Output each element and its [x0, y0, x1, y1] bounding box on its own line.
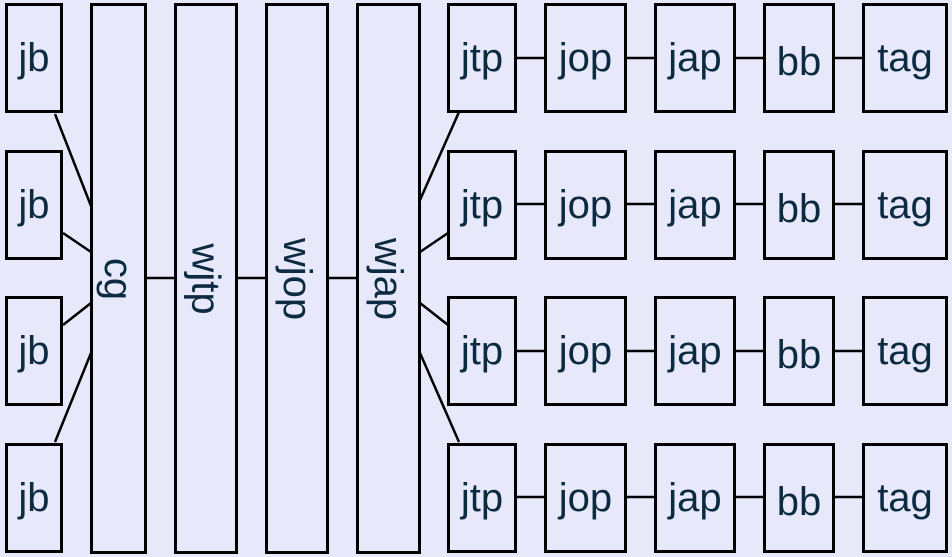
connector-wjap-jtp1	[418, 111, 461, 201]
jop-label: jop	[558, 36, 613, 80]
jb-box-1: jb	[5, 3, 63, 113]
tag-box: tag	[862, 150, 948, 260]
wjop-block: wjop	[265, 3, 329, 554]
jap-box: jap	[654, 443, 736, 553]
bb-box: bb	[763, 150, 835, 260]
tag-box: tag	[862, 296, 948, 406]
wjap-label: wjap	[366, 237, 411, 320]
bb-label: bb	[776, 40, 822, 84]
jap-box: jap	[654, 150, 736, 260]
bb-label: bb	[776, 187, 822, 231]
jb-label: jb	[18, 183, 50, 227]
wjtp-label: wjtp	[184, 242, 229, 315]
jb-label: jb	[18, 476, 50, 520]
connector-wjap-jtp2	[419, 231, 449, 254]
jop-box: jop	[544, 3, 627, 113]
connector-wjap-jtp4	[418, 352, 461, 443]
tag-box: tag	[862, 443, 948, 553]
wjap-block: wjap	[356, 3, 421, 554]
jb-label: jb	[18, 329, 50, 373]
bb-box: bb	[763, 296, 835, 406]
bb-box: bb	[763, 443, 835, 553]
bb-box: bb	[763, 3, 835, 113]
cg-block: cg	[90, 3, 147, 554]
tag-label: tag	[877, 183, 933, 227]
jop-label: jop	[558, 183, 613, 227]
jop-label: jop	[558, 329, 613, 373]
tag-label: tag	[877, 36, 933, 80]
cg-label: cg	[96, 257, 141, 300]
jtp-box: jtp	[447, 3, 517, 113]
connector-jb2-cg	[62, 231, 92, 254]
jop-box: jop	[544, 296, 627, 406]
bb-label: bb	[776, 333, 822, 377]
jap-label: jap	[668, 476, 722, 520]
wjtp-block: wjtp	[174, 3, 238, 554]
jop-box: jop	[544, 150, 627, 260]
jb-box-4: jb	[5, 443, 63, 553]
jtp-box: jtp	[447, 443, 517, 553]
jtp-box: jtp	[447, 296, 517, 406]
connector-jb3-cg	[62, 302, 92, 326]
jb-box-3: jb	[5, 296, 63, 406]
jtp-label: jtp	[460, 476, 504, 520]
jb-label: jb	[18, 36, 50, 80]
bb-label: bb	[776, 480, 822, 524]
jtp-box: jtp	[447, 150, 517, 260]
jop-label: jop	[558, 476, 613, 520]
wjop-label: wjop	[275, 237, 320, 320]
jap-label: jap	[668, 36, 722, 80]
jap-box: jap	[654, 3, 736, 113]
jtp-label: jtp	[460, 329, 504, 373]
jap-box: jap	[654, 296, 736, 406]
jtp-label: jtp	[460, 36, 504, 80]
connector-wjap-jtp3	[419, 302, 449, 326]
jap-label: jap	[668, 329, 722, 373]
jb-box-2: jb	[5, 150, 63, 260]
jtp-label: jtp	[460, 183, 504, 227]
connector-jb1-cg	[53, 113, 93, 207]
tag-label: tag	[877, 476, 933, 520]
connector-jb4-cg	[53, 352, 93, 443]
tag-box: tag	[862, 3, 948, 113]
tag-label: tag	[877, 329, 933, 373]
jop-box: jop	[544, 443, 627, 553]
jap-label: jap	[668, 183, 722, 227]
